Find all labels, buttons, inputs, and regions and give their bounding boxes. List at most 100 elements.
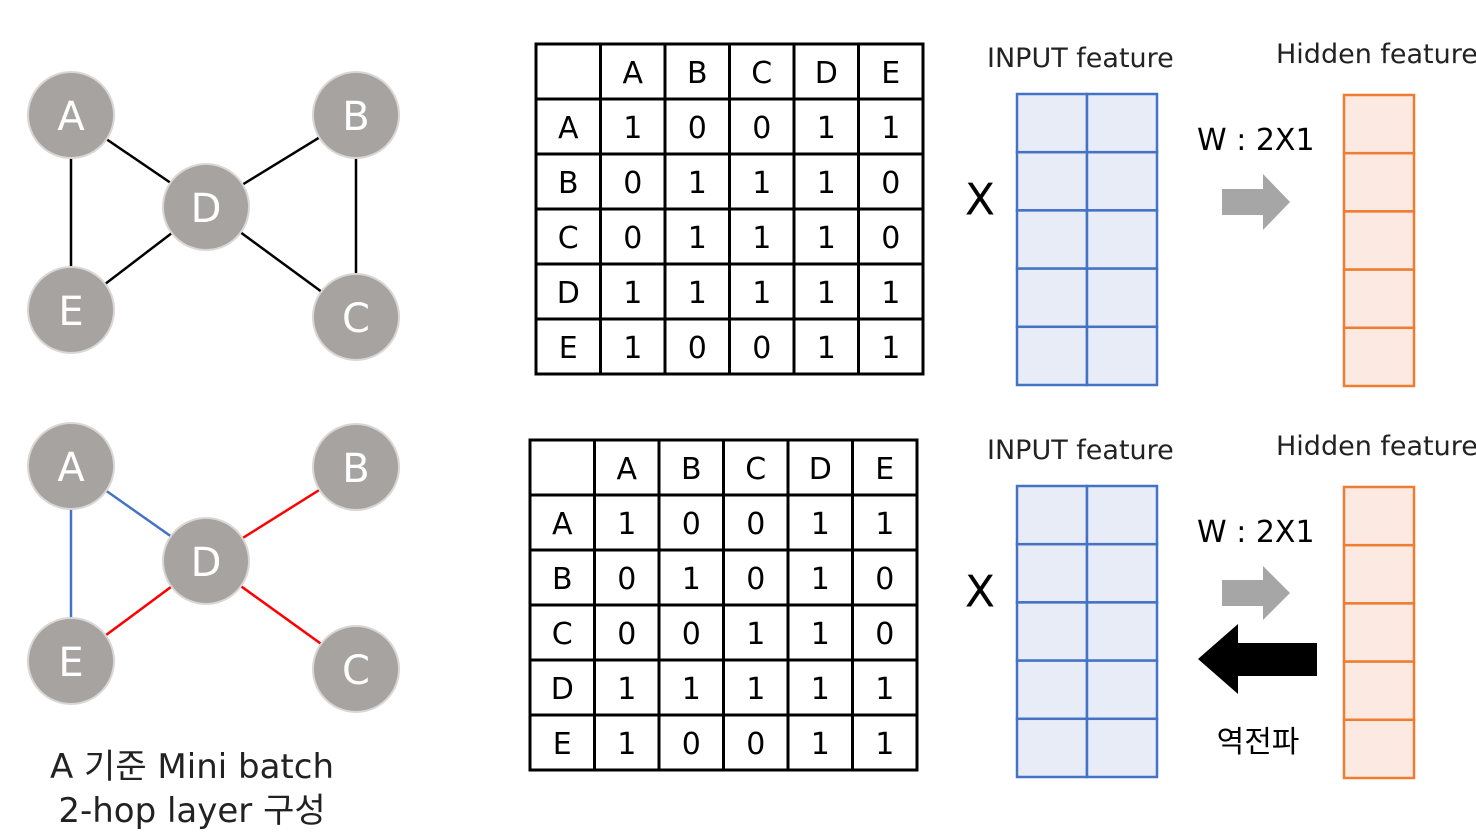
matrix-cell: 1 (688, 166, 707, 201)
feature-cell (1085, 267, 1159, 329)
feature-cell (1085, 325, 1159, 387)
feature-cell (1015, 484, 1089, 546)
forward-arrow-icon (1222, 174, 1290, 230)
backprop-arrow-icon (1198, 624, 1317, 694)
column-header: E (881, 56, 900, 91)
matrix-cell: 1 (617, 727, 636, 762)
matrix-cell: 0 (752, 111, 771, 146)
matrix-cell: 1 (817, 111, 836, 146)
matrix-cell: 1 (682, 562, 701, 597)
feature-cell (1342, 602, 1416, 663)
row-header: E (559, 331, 578, 366)
top-feature-panel: X INPUT feature Hidden feature W : 2X1 (965, 39, 1476, 388)
row-header: D (557, 276, 580, 311)
feature-cell (1342, 718, 1416, 780)
feature-cell (1015, 267, 1089, 329)
feature-cell (1015, 150, 1089, 212)
caption-line-2: 2-hop layer 구성 (58, 791, 325, 831)
input-feature-grid (1015, 484, 1159, 779)
feature-cell (1015, 325, 1089, 387)
matrix-cell: 0 (623, 166, 642, 201)
row-header: B (558, 166, 579, 201)
matrix-cell: 1 (811, 672, 830, 707)
matrix-cell: 1 (623, 331, 642, 366)
matrix-cell: 1 (811, 562, 830, 597)
feature-cell (1342, 660, 1416, 722)
matrix-cell: 1 (617, 507, 636, 542)
matrix-cell: 1 (875, 727, 894, 762)
matrix-cell: 1 (617, 672, 636, 707)
node-d: D (162, 163, 250, 251)
matrix-cell: 1 (746, 617, 765, 652)
node-circle (27, 422, 115, 510)
node-e: E (27, 617, 115, 705)
caption-line-1: A 기준 Mini batch (50, 747, 334, 787)
node-circle (312, 273, 400, 361)
matrix-cell: 1 (817, 331, 836, 366)
matrix-cell: 1 (746, 672, 765, 707)
bottom-feature-panel: X INPUT feature Hidden feature W : 2X1 역… (965, 431, 1476, 780)
node-c: C (312, 625, 400, 713)
feature-cell (1342, 326, 1416, 388)
column-header: D (815, 56, 838, 91)
node-label: D (191, 186, 222, 232)
matrix-cell: 0 (623, 221, 642, 256)
feature-cell (1342, 485, 1416, 547)
feature-cell (1085, 717, 1159, 779)
column-header: B (681, 452, 702, 487)
row-header: C (552, 617, 573, 652)
node-circle (162, 517, 250, 605)
node-c: C (312, 273, 400, 361)
row-header: B (552, 562, 573, 597)
matrix-cell: 0 (682, 727, 701, 762)
hidden-feature-title: Hidden feature (1276, 39, 1476, 70)
node-circle (312, 423, 400, 511)
matrix-cell: 1 (817, 221, 836, 256)
feature-cell (1085, 659, 1159, 721)
feature-cell (1085, 209, 1159, 270)
matrix-cell: 1 (875, 507, 894, 542)
matrix-cell: 1 (817, 276, 836, 311)
weight-label: W : 2X1 (1197, 123, 1315, 158)
feature-cell (1015, 601, 1089, 662)
column-header: E (875, 452, 894, 487)
column-header: A (622, 56, 643, 91)
multiply-symbol: X (965, 175, 995, 226)
row-header: A (552, 507, 573, 542)
row-header: E (553, 727, 572, 762)
node-circle (27, 266, 115, 354)
matrix-cell: 0 (688, 111, 707, 146)
feature-cell (1015, 659, 1089, 721)
node-e: E (27, 266, 115, 354)
feature-cell (1085, 484, 1159, 546)
row-header: C (558, 221, 579, 256)
feature-cell (1015, 209, 1089, 270)
highlighted-cell: 0 (746, 562, 765, 597)
matrix-cell: 1 (623, 111, 642, 146)
matrix-cell: 1 (811, 617, 830, 652)
input-feature-grid (1015, 92, 1159, 387)
feature-cell (1085, 601, 1159, 662)
feature-cell (1342, 151, 1416, 213)
matrix-cell: 1 (752, 276, 771, 311)
feature-cell (1342, 268, 1416, 330)
matrix-cell: 1 (881, 276, 900, 311)
node-label: B (342, 446, 369, 492)
feature-cell (1015, 542, 1089, 604)
column-header: C (745, 452, 766, 487)
matrix-cell: 1 (875, 672, 894, 707)
node-label: B (342, 94, 369, 140)
matrix-cell: 0 (617, 562, 636, 597)
node-b: B (312, 71, 400, 159)
matrix-cell: 1 (682, 672, 701, 707)
node-circle (312, 71, 400, 159)
feature-cell (1085, 92, 1159, 154)
hidden-feature-grid (1342, 485, 1416, 780)
hidden-feature-grid (1342, 93, 1416, 388)
node-b: B (312, 423, 400, 511)
column-header: D (809, 452, 832, 487)
column-header: C (751, 56, 772, 91)
matrix-cell: 1 (817, 166, 836, 201)
